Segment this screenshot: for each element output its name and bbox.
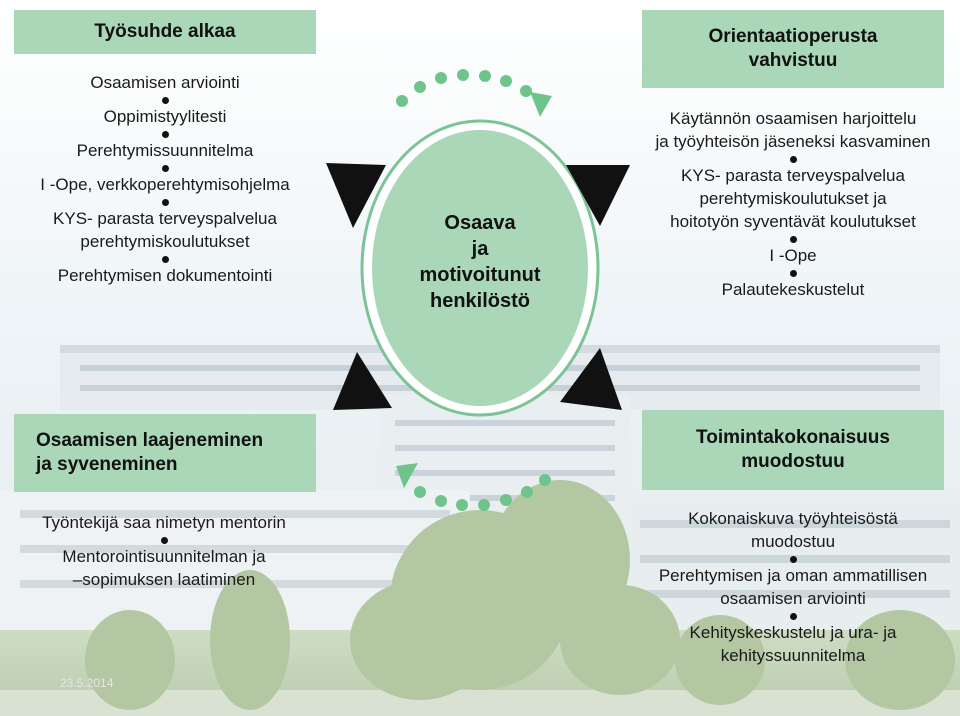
arrowhead-bottom-right — [560, 348, 622, 410]
bullet — [161, 164, 169, 172]
bullet — [789, 269, 797, 277]
footer-date: 23.5.2014 — [60, 676, 114, 690]
center-line-4: henkilöstö — [429, 290, 530, 312]
center-line-3: motivoitunut — [419, 264, 541, 286]
list-item: Perehtymisen dokumentointi — [57, 265, 273, 285]
bullet — [789, 155, 797, 163]
center-label: Osaava ja motivoitunut henkilöstö — [370, 210, 590, 314]
bullet — [161, 130, 169, 138]
list-item: Perehtymissuunnitelma — [76, 140, 254, 160]
top-left-title-box: Työsuhde alkaa — [14, 10, 316, 54]
list-item: Palautekeskustelut — [721, 279, 865, 299]
bottom-left-list: Työntekijä saa nimetyn mentorin Mentoroi… — [4, 512, 324, 592]
list-item: Osaamisen arviointi — [90, 73, 240, 92]
arrowhead-top-left — [326, 163, 386, 228]
arrowhead-bottom-left — [333, 352, 392, 410]
list-item: Oppimistyylitesti — [103, 106, 227, 126]
bullet — [789, 612, 797, 620]
top-left-list: Osaamisen arviointi Oppimistyylitesti Pe… — [14, 72, 316, 288]
bullet — [789, 235, 797, 243]
bullet — [161, 96, 169, 104]
list-item: Mentorointisuunnitelman ja–sopimuksen la… — [62, 546, 266, 589]
list-item: I -Ope, verkkoperehtymisohjelma — [40, 174, 290, 194]
bullet — [789, 555, 797, 563]
arrowhead-top-right — [566, 165, 630, 226]
dotted-arc-top — [396, 69, 552, 117]
bullet — [160, 536, 168, 544]
bullet — [161, 255, 169, 263]
top-left-title: Työsuhde alkaa — [94, 21, 236, 43]
list-item: Työntekijä saa nimetyn mentorin — [42, 513, 286, 532]
center-line-2: ja — [471, 238, 489, 260]
dotted-arc-bottom — [396, 463, 551, 511]
center-line-1: Osaava — [444, 212, 516, 234]
list-item: I -Ope — [769, 245, 817, 265]
bullet — [161, 198, 169, 206]
